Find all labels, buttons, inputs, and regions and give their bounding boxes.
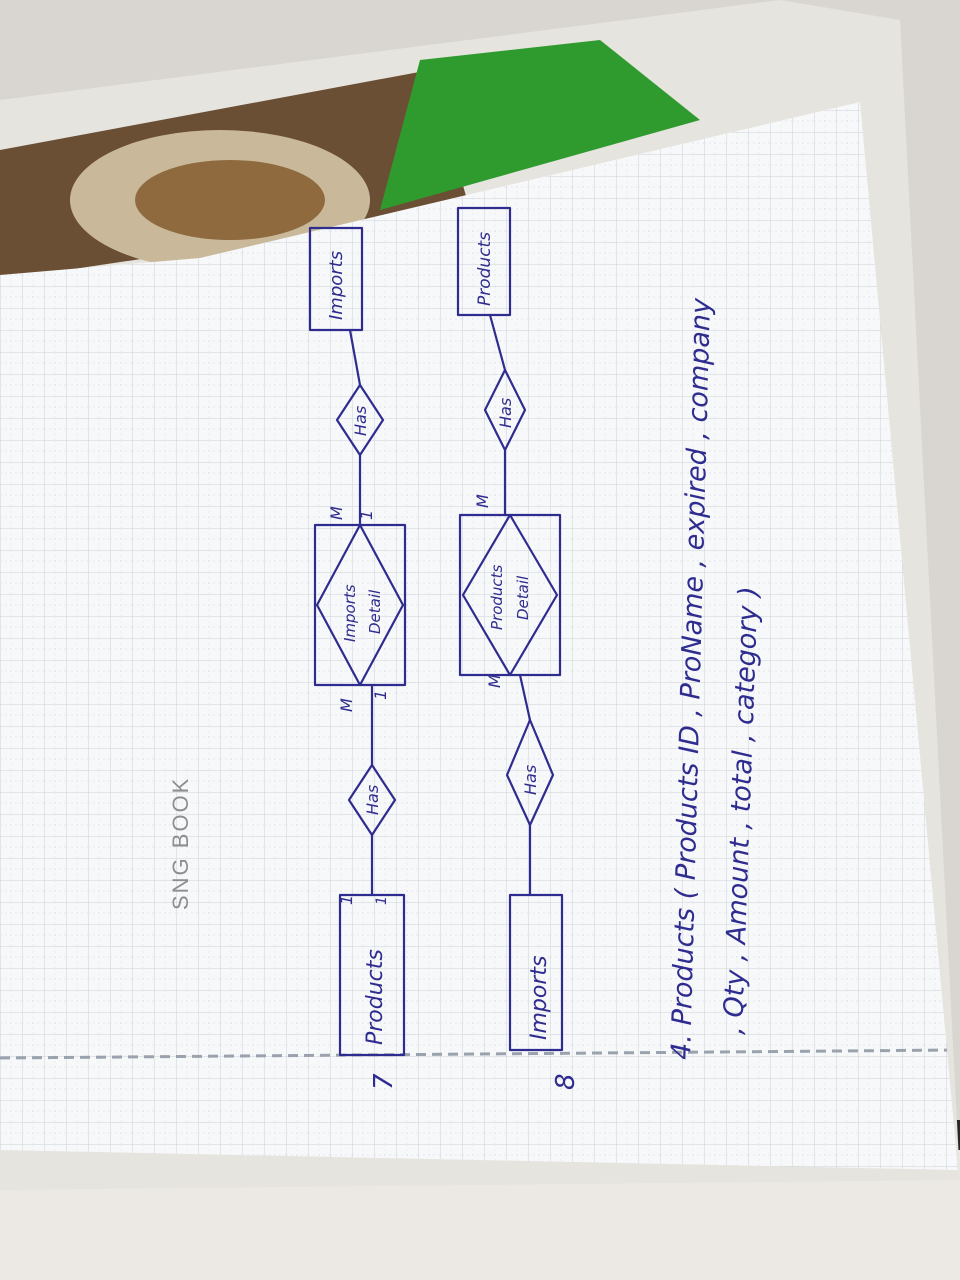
entity-label: Products bbox=[363, 949, 388, 1045]
cardinality-label: 1 bbox=[371, 690, 390, 700]
brand-footer: SNG BOOK bbox=[168, 777, 193, 910]
connector-line bbox=[518, 673, 532, 722]
connector-line bbox=[488, 313, 507, 372]
entity-box bbox=[308, 226, 364, 332]
diagram-8: 8 Imports Has M Products Detail M Has Pr… bbox=[456, 206, 581, 1090]
relationship-label: Has bbox=[521, 765, 540, 795]
entity-box bbox=[456, 206, 512, 317]
relationship-label: Has bbox=[496, 398, 515, 428]
relationship-label: Has bbox=[363, 785, 382, 815]
diagram-7: 7 Products 1 1 Has M 1 Imports Detail M … bbox=[308, 226, 407, 1090]
assoc-label-line1: Products bbox=[488, 564, 506, 630]
assoc-label-line2: Detail bbox=[366, 589, 384, 634]
entity-box bbox=[508, 893, 564, 1052]
cover-green-band bbox=[380, 40, 700, 210]
diagram-number: 8 bbox=[551, 1073, 581, 1090]
entity-label: Imports bbox=[527, 956, 552, 1040]
assoc-label-line2: Detail bbox=[514, 575, 532, 620]
cardinality-label: 1 bbox=[374, 896, 390, 905]
cardinality-label: 1 bbox=[357, 510, 376, 520]
cardinality-label: 1 bbox=[337, 895, 356, 905]
cardinality-label: M bbox=[485, 674, 504, 688]
cover-food bbox=[135, 160, 325, 240]
cardinality-label: M bbox=[337, 698, 356, 712]
connector-line bbox=[348, 328, 362, 387]
assoc-label-line1: Imports bbox=[341, 584, 359, 642]
diagram-number: 7 bbox=[369, 1073, 399, 1090]
grid-lines bbox=[0, 102, 958, 1170]
associative-entity-diamond bbox=[461, 513, 559, 677]
relationship-label: Has bbox=[351, 406, 370, 436]
entity-label: Products bbox=[475, 232, 495, 306]
cardinality-label: M bbox=[327, 506, 346, 520]
cardinality-label: M bbox=[473, 494, 492, 508]
entity-label: Imports bbox=[326, 251, 347, 320]
